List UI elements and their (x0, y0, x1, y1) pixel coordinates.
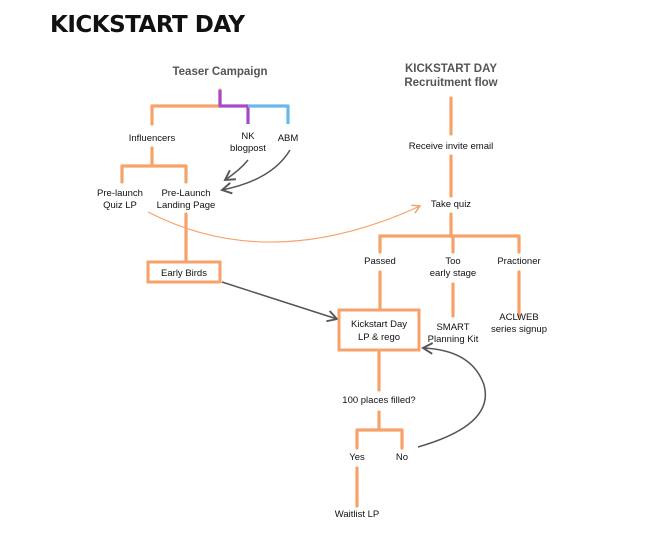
prelaunch-landing-label-line1: Pre-Launch (161, 188, 210, 199)
no-label: No (396, 452, 408, 463)
teaser-trunk-connector (150, 88, 222, 126)
waitlist-lp-label: Waitlist LP (335, 509, 380, 520)
nk-to-landing-arrow (223, 159, 249, 182)
abm-to-landing-arrow (220, 149, 291, 195)
teaser-campaign-heading: Teaser Campaign (172, 66, 267, 78)
passed-label: Passed (364, 256, 396, 267)
too-early-label-line2: early stage (430, 268, 476, 279)
nk-branch-connector (218, 90, 250, 124)
too-early-label-line1: Too (445, 256, 460, 267)
kickstart-day-label-line2: LP & rego (358, 332, 400, 343)
kickstart-day-box (337, 308, 421, 352)
places-filled-label: 100 places filled? (342, 395, 415, 406)
quiz-branch-connector (378, 212, 521, 254)
early-birds-label: Early Birds (161, 268, 207, 279)
page-title: KICKSTART DAY (50, 12, 245, 38)
prelaunch-quiz-label-line2: Quiz LP (103, 200, 137, 211)
recruitment-heading-line1: KICKSTART DAY (405, 63, 497, 75)
smart-kit-label-line2: Planning Kit (428, 334, 479, 345)
take-quiz-label: Take quiz (431, 199, 471, 210)
early-birds-box (146, 260, 222, 284)
practioner-label: Practioner (497, 256, 540, 267)
recruitment-heading-line2: Recruitment flow (404, 77, 497, 89)
yes-label: Yes (349, 452, 365, 463)
places-split-connector (355, 410, 404, 450)
prelaunch-landing-label-line2: Landing Page (157, 200, 216, 211)
smart-kit-label-line1: SMART (436, 322, 469, 333)
prelaunch-quiz-label-line1: Pre-launch (97, 188, 143, 199)
earlybirds-to-kickstart-arrow (221, 281, 339, 323)
influencers-split-connector (120, 146, 188, 184)
quiz-lp-to-take-quiz-arrow (147, 204, 422, 243)
nk-blogpost-label-line2: blogpost (230, 143, 266, 154)
aclweb-label-line2: series signup (491, 324, 547, 335)
abm-label: ABM (278, 133, 299, 144)
aclweb-label-line1: ACLWEB (499, 312, 538, 323)
nk-blogpost-label-line1: NK (241, 131, 255, 142)
influencers-label: Influencers (129, 133, 176, 144)
receive-invite-label: Receive invite email (409, 141, 493, 152)
kickstart-day-label-line1: Kickstart Day (351, 319, 407, 330)
no-loop-arrow (417, 342, 487, 448)
abm-branch-connector (248, 104, 290, 124)
